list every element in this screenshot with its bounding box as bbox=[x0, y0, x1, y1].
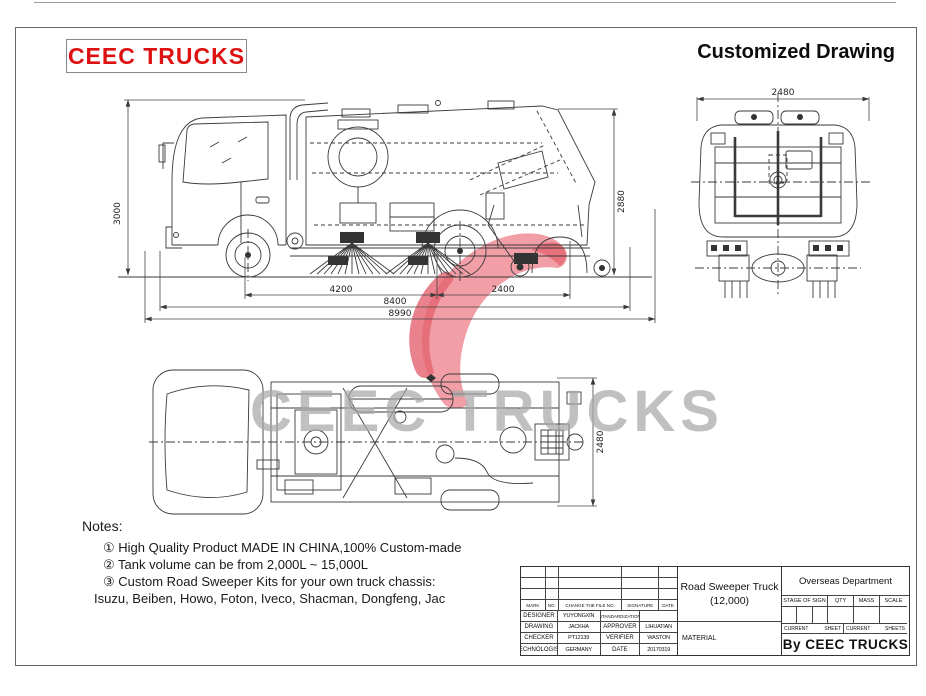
rear-wheel bbox=[421, 209, 499, 281]
revision-header-row: MARK NO. CHANGE THE FILE NO. SIGNATURE D… bbox=[521, 600, 677, 611]
sign-empty-row bbox=[782, 607, 909, 624]
by-ceec-trucks: By CEEC TRUCKS bbox=[782, 637, 909, 652]
product-spec: (12,000) bbox=[709, 595, 750, 607]
support-roller-hub bbox=[291, 237, 299, 245]
truck-cab bbox=[158, 114, 287, 249]
current-label-right: CURRENT bbox=[846, 625, 871, 632]
note-item-1: ① High Quality Product MADE IN CHINA,100… bbox=[103, 540, 462, 555]
dimension-top-width: 2480 bbox=[557, 377, 606, 507]
rear-bumper bbox=[706, 240, 850, 257]
tank-rear-body bbox=[691, 93, 871, 297]
scale-label: SCALE bbox=[880, 596, 907, 607]
notes-section: Notes: ① High Quality Product MADE IN CH… bbox=[82, 518, 461, 607]
approver-value: LIHUATIAN bbox=[645, 624, 672, 630]
verifier-value: WASTON bbox=[647, 635, 670, 641]
dim-label-4200: 4200 bbox=[330, 285, 353, 295]
dim-label-2400: 2400 bbox=[492, 285, 515, 295]
current-label-left: CURRENT bbox=[784, 625, 809, 632]
sheet-row: CURRENT SHEET CURRENT SHEETS bbox=[782, 624, 909, 634]
page-title: Customized Drawing bbox=[697, 41, 895, 63]
date-label: DATE bbox=[601, 644, 641, 655]
checker-row: CHECKER PT12139 VERIFIER WASTON bbox=[521, 633, 677, 644]
dim-label-3000: 3000 bbox=[113, 202, 123, 225]
drawing-sheet-border bbox=[15, 27, 917, 666]
designer-value: YUYONGXIN bbox=[558, 611, 601, 621]
note-item-4: Isuzu, Beiben, Howo, Foton, Iveco, Shacm… bbox=[94, 591, 446, 606]
dimension-bottom-group: 4200 2400 8400 8990 bbox=[144, 209, 656, 323]
rear-suction-assembly bbox=[485, 192, 611, 277]
material-label: MATERIAL bbox=[682, 635, 717, 642]
watermark-text: CEEC TRUCKS bbox=[250, 379, 724, 444]
stage-of-sign-label: STAGE OF SIGN bbox=[782, 596, 828, 607]
mass-label: MASS bbox=[854, 596, 880, 607]
rear-view-drawing: 2480 bbox=[691, 88, 871, 298]
drawing-label: DRAWING bbox=[521, 622, 558, 632]
rear-axle-wheels bbox=[695, 253, 861, 298]
suction-pipes bbox=[289, 102, 329, 180]
col-no: NO. bbox=[546, 600, 559, 610]
sign-header-row: STAGE OF SIGN QTY MASS SCALE bbox=[782, 596, 909, 607]
technologist-label: TECHNOLOGIST bbox=[521, 644, 558, 655]
dim-label-top-2480: 2480 bbox=[596, 430, 606, 453]
title-block-revision-table: MARK NO. CHANGE THE FILE NO. SIGNATURE D… bbox=[521, 567, 678, 655]
col-date: DATE bbox=[662, 602, 674, 608]
department-name: Overseas Department bbox=[782, 567, 909, 596]
standardization-label: STANDARDIZATION bbox=[601, 611, 641, 621]
col-mark: MARK bbox=[521, 600, 546, 610]
technologist-row: TECHNOLOGIST GERMANY DATE 20170319 bbox=[521, 644, 677, 655]
chassis-top bbox=[149, 373, 585, 511]
technologist-value: GERMANY bbox=[558, 644, 601, 655]
dim-label-8400: 8400 bbox=[384, 297, 407, 307]
roof-hatches bbox=[734, 110, 820, 125]
col-change-file-no: CHANGE THE FILE NO. bbox=[559, 600, 623, 610]
support-roller bbox=[286, 232, 304, 250]
date-value: 20170319 bbox=[647, 646, 671, 653]
dimension-rear-width: 2480 bbox=[696, 88, 870, 121]
side-view-drawing: 3000 2880 4200 2400 8400 8990 bbox=[113, 99, 656, 323]
dim-label-8990: 8990 bbox=[389, 309, 412, 319]
title-block: MARK NO. CHANGE THE FILE NO. SIGNATURE D… bbox=[520, 566, 910, 656]
title-block-department: Overseas Department STAGE OF SIGN QTY MA… bbox=[782, 567, 909, 655]
verifier-label: VERIFIER bbox=[601, 633, 641, 643]
qty-label: QTY bbox=[828, 596, 854, 607]
sheets-label: SHEETS bbox=[884, 625, 905, 632]
note-item-2: ② Tank volume can be from 2,000L ~ 15,00… bbox=[103, 557, 368, 572]
sheet-label: SHEET bbox=[824, 625, 841, 632]
notes-heading: Notes: bbox=[82, 518, 123, 534]
sweeper-brush-rear bbox=[385, 232, 471, 275]
top-view-drawing: 2480 bbox=[149, 369, 606, 515]
drawing-value: JACKHA bbox=[558, 622, 601, 632]
col-signature: SIGNATURE bbox=[622, 600, 660, 610]
front-wheel bbox=[225, 229, 271, 281]
page-top-edge-line bbox=[34, 2, 896, 3]
product-name: Road Sweeper Truck bbox=[680, 581, 779, 593]
dim-label-2880: 2880 bbox=[617, 190, 627, 213]
checker-value: PT12139 bbox=[558, 633, 601, 643]
standardization-value bbox=[640, 611, 677, 621]
note-item-3: ③ Custom Road Sweeper Kits for your own … bbox=[103, 574, 436, 589]
title-block-product: Road Sweeper Truck (12,000) MATERIAL bbox=[678, 567, 782, 655]
cyclone-filter bbox=[327, 119, 389, 224]
dimension-body-height: 2880 bbox=[558, 108, 627, 276]
sweeper-brush-front bbox=[309, 232, 395, 275]
dim-label-rear-2480: 2480 bbox=[772, 88, 795, 98]
logo-box: CEEC TRUCKS bbox=[66, 39, 247, 73]
product-cell: Road Sweeper Truck (12,000) bbox=[678, 567, 781, 622]
approver-label: APPROVER bbox=[601, 622, 641, 632]
designer-label: DESIGNER bbox=[521, 611, 558, 621]
dimension-overall-height: 3000 bbox=[113, 99, 305, 276]
checker-label: CHECKER bbox=[521, 633, 558, 643]
drawing-row: DRAWING JACKHA APPROVER LIHUATIAN bbox=[521, 622, 677, 633]
logo-text: CEEC TRUCKS bbox=[67, 42, 246, 69]
swoosh-small bbox=[409, 271, 454, 378]
designer-row: DESIGNER YUYONGXIN STANDARDIZATION bbox=[521, 611, 677, 622]
